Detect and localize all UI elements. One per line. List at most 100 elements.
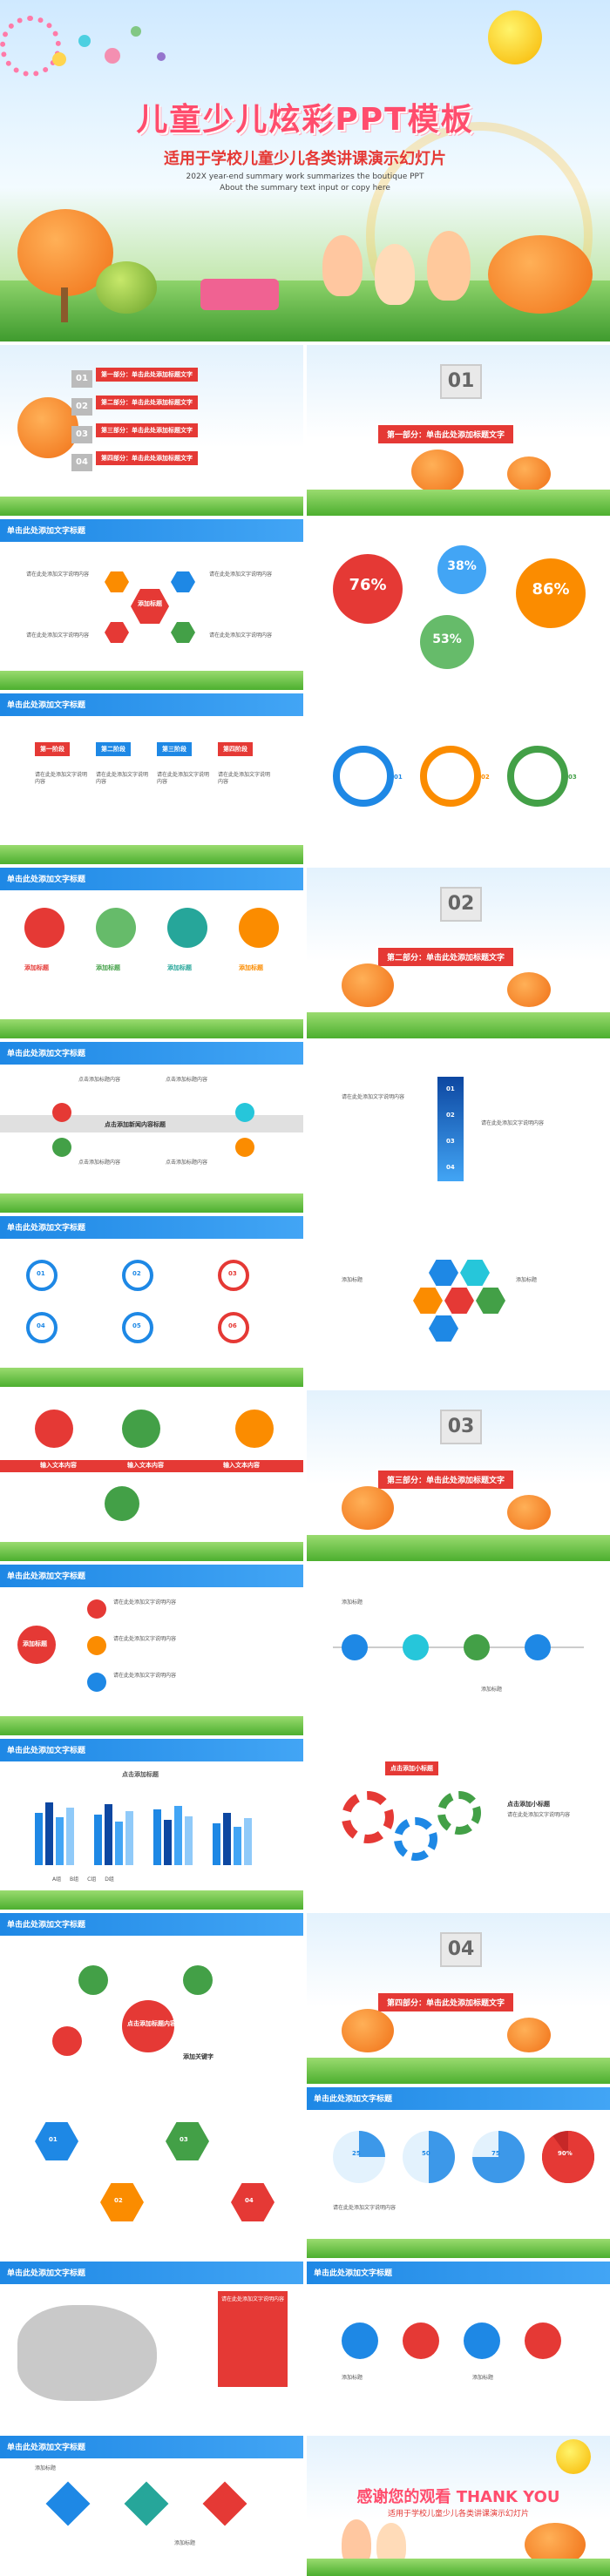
news-slide[interactable]: 单击此处添加文字标题 点击添加新闻内容标题 点击添加标题内容 点击添加标题内容 … xyxy=(0,1042,303,1213)
pie-value: 50 xyxy=(422,2150,430,2157)
slide-header: 单击此处添加文字标题 xyxy=(0,1042,303,1065)
grass-ground xyxy=(0,671,303,690)
tree-illustration xyxy=(342,963,394,1007)
keyword-bubble xyxy=(183,1965,213,1995)
center-bubble xyxy=(122,2000,174,2052)
tree-illustration xyxy=(342,1486,394,1530)
bubble-decoration xyxy=(78,35,91,47)
slide-header: 单击此处添加文字标题 xyxy=(0,519,303,542)
pie-slice xyxy=(359,2131,385,2157)
zigzag-slide[interactable]: 01 02 03 04 请在此处添加文字说明内容 请在此处添加文字说明内容 xyxy=(307,1042,610,1213)
body-text: 添加标题 xyxy=(35,2465,57,2471)
section-title: 第二部分：单击此处添加标题文字 xyxy=(376,946,516,968)
diamond-node xyxy=(202,2481,247,2526)
steps-slide[interactable]: 单击此处添加文字标题 第一阶段 第二阶段 第三阶段 第四阶段 请在此处添加文字说… xyxy=(0,693,303,864)
hex-icons-slide[interactable]: 添加标题 添加标题 xyxy=(307,1216,610,1387)
rings-slide[interactable]: 01 02 03 xyxy=(307,693,610,864)
bubble-decoration xyxy=(105,48,120,64)
grass-ground xyxy=(0,497,303,516)
slide-header: 单击此处添加文字标题 xyxy=(0,2436,303,2458)
toc-item[interactable]: 03 第三部分：单击此处添加标题文字 xyxy=(71,423,263,443)
feature-circle xyxy=(525,2322,561,2359)
legend-item: C组 xyxy=(87,1876,97,1883)
section-number: 01 xyxy=(440,364,482,399)
body-text: 点击添加标题内容 xyxy=(78,1077,121,1083)
pie-slice xyxy=(472,2131,525,2183)
number-ring xyxy=(26,1260,58,1291)
grass-ground xyxy=(0,1716,303,1735)
ring-number: 03 xyxy=(568,774,577,781)
timeline-icons-slide[interactable]: 添加标题 添加标题 xyxy=(307,1565,610,1735)
child-illustration xyxy=(322,235,363,296)
body-text: 请在此处添加文字说明内容 xyxy=(209,632,273,639)
body-text: 请在此处添加文字说明内容 xyxy=(218,772,271,785)
section-slide-02[interactable]: 02 第二部分：单击此处添加标题文字 xyxy=(307,868,610,1038)
tree-trunk xyxy=(61,287,68,322)
branch-slide[interactable]: 单击此处添加文字标题 添加标题 请在此处添加文字说明内容 请在此处添加文字说明内… xyxy=(0,1565,303,1735)
slide-header: 单击此处添加文字标题 xyxy=(0,1913,303,1936)
diamond-slide[interactable]: 单击此处添加文字标题 添加标题 添加标题 xyxy=(0,2436,303,2576)
china-map xyxy=(17,2305,157,2401)
cover-slide[interactable]: 儿童少儿炫彩PPT模板 适用于学校儿童少儿各类讲课演示幻灯片 202X year… xyxy=(0,0,610,341)
bar-chart-slide[interactable]: 单击此处添加文字标题 点击添加标题 A组 B组 C组 D组 xyxy=(0,1739,303,1910)
bar xyxy=(125,1811,133,1865)
pie-slide[interactable]: 单击此处添加文字标题 25 50 75 90% 请在此处添加文字说明内容 xyxy=(307,2087,610,2258)
tree-illustration xyxy=(507,1495,551,1530)
grass-ground xyxy=(307,1012,610,1038)
gears-slide[interactable]: 点击添加小标题 点击添加小标题 请在此处添加文字说明内容 xyxy=(307,1739,610,1910)
zigzag-ribbon xyxy=(437,1077,464,1181)
ribbon-number: 03 xyxy=(446,1138,455,1145)
center-bubble-label: 点击添加标题内容 xyxy=(127,2020,176,2027)
tools-icon xyxy=(235,1138,254,1157)
sun-icon xyxy=(556,2439,591,2474)
toc-number: 04 xyxy=(71,454,92,471)
toc-item[interactable]: 01 第一部分：单击此处添加标题文字 xyxy=(71,368,263,388)
section-slide-04[interactable]: 04 第四部分：单击此处添加标题文字 xyxy=(307,1913,610,2084)
map-slide[interactable]: 单击此处添加文字标题 请在此处添加文字说明内容 xyxy=(0,2262,303,2432)
hexagon-node xyxy=(105,622,129,643)
grass-ground xyxy=(0,1368,303,1387)
input-band xyxy=(0,1460,303,1472)
chart-icon xyxy=(413,1288,443,1314)
card-number: 04 xyxy=(37,1322,45,1329)
card-number: 02 xyxy=(132,1270,141,1277)
slide-header: 单击此处添加文字标题 xyxy=(0,1565,303,1587)
stat-value: 76% xyxy=(349,576,387,594)
bar-chart xyxy=(35,1802,252,1865)
numbered-cards-slide[interactable]: 单击此处添加文字标题 01 02 03 04 05 06 xyxy=(0,1216,303,1387)
keyword-bubbles-slide[interactable]: 单击此处添加文字标题 点击添加标题内容 添加关键字 xyxy=(0,1913,303,2084)
child-illustration xyxy=(375,244,415,305)
slide-title: 单击此处添加文字标题 xyxy=(7,1747,86,1755)
grass-ground xyxy=(0,845,303,864)
thank-you-slide[interactable]: 感谢您的观看 THANK YOU 适用于学校儿童少儿各类讲课演示幻灯片 xyxy=(307,2436,610,2576)
stats-bubble-slide[interactable]: 76% 38% 86% 53% xyxy=(307,519,610,690)
bar xyxy=(223,1813,231,1865)
body-text: 添加标题 xyxy=(481,1687,503,1693)
column-title: 添加标题 xyxy=(239,964,263,971)
lightbulb-icon xyxy=(52,1103,71,1122)
pillars-slide[interactable]: 输入文本内容 输入文本内容 输入文本内容 xyxy=(0,1390,303,1561)
column-title: 添加标题 xyxy=(96,964,120,971)
hexagon-slide[interactable]: 单击此处添加文字标题 添加标题 请在此处添加文字说明内容 请在此处添加文字说明内… xyxy=(0,519,303,690)
hex-grid-slide[interactable]: 01 03 02 04 xyxy=(0,2087,303,2258)
section-slide-01[interactable]: 01 第一部分：单击此处添加标题文字 xyxy=(307,345,610,516)
body-text: 点击添加标题内容 xyxy=(166,1160,208,1166)
ribbon-number: 04 xyxy=(446,1164,455,1171)
section-slide-03[interactable]: 03 第三部分：单击此处添加标题文字 xyxy=(307,1390,610,1561)
hexagon-node xyxy=(105,571,129,592)
icon-equation-slide[interactable]: 单击此处添加文字标题 添加标题 添加标题 添加标题 添加标题 xyxy=(0,868,303,1038)
section-title: 第三部分：单击此处添加标题文字 xyxy=(376,1469,516,1491)
stat-value: 38% xyxy=(447,559,477,573)
signal-icon xyxy=(167,908,207,948)
toc-item[interactable]: 04 第四部分：单击此处添加标题文字 xyxy=(71,451,263,471)
gear-icon xyxy=(52,1138,71,1157)
body-text: 请在此处添加文字说明内容 xyxy=(113,1636,177,1642)
gear-icon xyxy=(342,1791,394,1843)
toc-slide[interactable]: 01 第一部分：单击此处添加标题文字 02 第二部分：单击此处添加标题文字 03… xyxy=(0,345,303,516)
grass-ground xyxy=(307,2058,610,2084)
circle-row-slide[interactable]: 单击此处添加文字标题 添加标题 添加标题 xyxy=(307,2262,610,2432)
step-arrow: 第四阶段 xyxy=(218,742,253,756)
toc-item[interactable]: 02 第二部分：单击此处添加标题文字 xyxy=(71,396,263,416)
slide-title: 单击此处添加文字标题 xyxy=(314,2269,393,2278)
